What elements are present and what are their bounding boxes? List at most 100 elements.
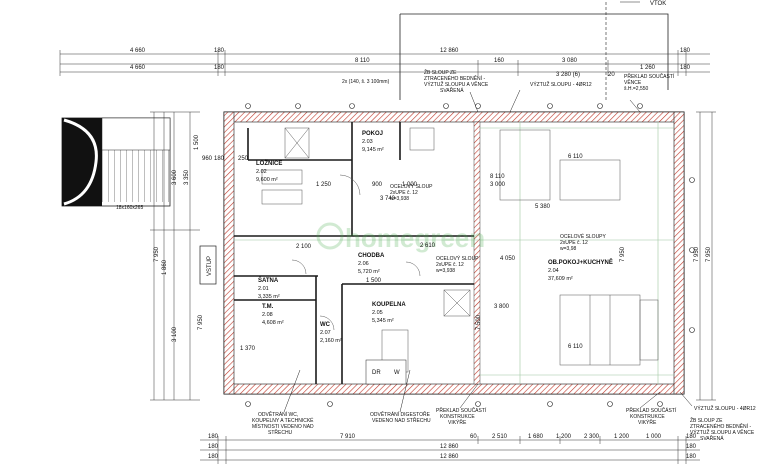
- idim-0: 250: [238, 156, 249, 162]
- dim-left-d: 3 100: [172, 326, 178, 342]
- bdim-2b: 12 860: [440, 444, 459, 450]
- right-dimension-text: 7 950 7 950: [694, 246, 712, 262]
- bdim-1i: 1 000: [646, 434, 662, 440]
- bdim-1a: 180: [208, 434, 219, 440]
- idim-4: 8 110: [490, 174, 505, 180]
- roof-outline: VTOK: [399, 1, 669, 100]
- top-dimension-lines: [59, 50, 710, 76]
- room-name-chodba: CHODBA: [358, 253, 385, 259]
- idim-5: 3 000: [490, 182, 506, 188]
- bdim-3b: 12 860: [440, 454, 459, 460]
- dim-left-f: 1 860: [162, 259, 168, 275]
- room-code-koupelna: 2.05: [372, 310, 383, 316]
- bottom-note-rebar: VÝZTUŽ SLOUPU - 4ØR12: [694, 404, 756, 412]
- dim-left-b: 3 600: [172, 169, 178, 185]
- dim-top-1b: 180: [214, 48, 225, 54]
- dim-top-small-a: 3 280 (6): [556, 72, 580, 78]
- room-name-obpokoj: OB.POKOJ+KUCHYNĚ: [548, 258, 613, 266]
- bottom-dimension-text: 180 7 910 60 2 510 1 680 1 200 2 300 1 2…: [208, 434, 697, 460]
- bdim-1h: 1 200: [614, 434, 630, 440]
- idim-3: 5 380: [535, 204, 551, 210]
- idim-18: 7 950: [620, 246, 626, 262]
- room-name-wc: WC: [320, 322, 331, 328]
- top-notes: 2x (140, š. 3 100mm) ŽB SLOUP ZE ZTRACEN…: [342, 68, 676, 113]
- bdim-1b: 7 910: [340, 434, 356, 440]
- bdim-1c: 60: [470, 434, 477, 440]
- bdim-1e: 1 680: [528, 434, 544, 440]
- idim-11: 2 610: [420, 243, 436, 249]
- dim-top-2d: 160: [494, 58, 505, 64]
- room-name-tm: T.M.: [262, 304, 274, 310]
- idim-7: 6 110: [568, 344, 583, 350]
- idim-12: 2 100: [296, 244, 312, 250]
- room-area-chodba: 5,720 m²: [358, 269, 380, 275]
- idim-2: 180: [214, 156, 225, 162]
- room-area-koupelna: 5,345 m²: [372, 318, 394, 324]
- room-name-loznice: LOŽNICE: [256, 159, 282, 167]
- room-labels: LOŽNICE 2.02 9,600 m² POKOJ 2.03 9,145 m…: [256, 131, 613, 344]
- bdim-1g: 2 300: [584, 434, 600, 440]
- dim-top-2f: 1 260: [640, 65, 656, 71]
- idim-17: 3 740: [380, 196, 396, 202]
- dim-top-2g: 180: [680, 65, 691, 71]
- door-label-w: W: [394, 370, 400, 376]
- dim-left-e: 7 950: [154, 246, 160, 262]
- stair-size-label: 18x160x265: [116, 205, 143, 211]
- interior-dimensions: 250 960 180 5 380 8 110 3 000 6 110 6 11…: [198, 154, 626, 352]
- structural-grid: [234, 122, 674, 384]
- room-area-obpokoj: 37,609 m²: [548, 276, 573, 282]
- room-code-chodba: 2.06: [358, 261, 369, 267]
- rdim-0: 7 950: [706, 246, 712, 262]
- entry-marker: VSTUP: [199, 245, 217, 285]
- room-code-loznice: 2.02: [256, 169, 267, 175]
- idim-8: 3 800: [494, 304, 510, 310]
- rdim-1: 7 950: [694, 246, 700, 262]
- dim-top-2e: 3 080: [562, 58, 578, 64]
- room-name-koupelna: KOUPELNA: [372, 302, 406, 308]
- dim-top-2b: 180: [214, 65, 225, 71]
- door-label-dr: DR: [372, 370, 381, 376]
- column-rebar-note: VÝZTUŽ SLOUPU - 4ØR12: [530, 80, 592, 88]
- room-area-wc: 2,160 m²: [320, 338, 342, 344]
- entry-label: VSTUP: [207, 256, 213, 276]
- watermark-text: homegreen: [345, 223, 485, 253]
- room-name-satna: ŠATNA: [258, 276, 279, 284]
- room-code-tm: 2.08: [262, 312, 273, 318]
- left-dimension-lines: [150, 111, 200, 401]
- idim-6: 6 110: [568, 154, 583, 160]
- bdim-3c: 180: [686, 454, 697, 460]
- idim-20: 7 950: [198, 314, 204, 330]
- idim-16: 1 370: [240, 346, 256, 352]
- room-area-pokoj: 9,145 m²: [362, 147, 384, 153]
- bdim-3a: 180: [208, 454, 219, 460]
- dim-left-c: 3 350: [184, 169, 190, 185]
- dim-top-1a: 4 660: [130, 48, 146, 54]
- watermark: homegreen: [316, 222, 485, 253]
- idim-1: 960: [202, 156, 213, 162]
- bottom-dimension-lines: [200, 436, 700, 464]
- interior-walls: [234, 122, 474, 384]
- room-area-tm: 4,608 m²: [262, 320, 284, 326]
- room-code-satna: 2.01: [258, 286, 269, 292]
- bdim-1f: 1 200: [556, 434, 572, 440]
- room-name-pokoj: POKOJ: [362, 131, 383, 137]
- lintel-note: PŘEKLAD SOUČASTÍ VĚNCE š.H.=2,550: [624, 72, 676, 92]
- left-dimension-text: 1 500 3 600 3 350 3 100 7 950 1 860: [154, 134, 200, 342]
- dim-top-2c: 8 110: [355, 58, 370, 64]
- room-area-loznice: 9,600 m²: [256, 177, 278, 183]
- idim-9: 4 050: [500, 256, 516, 262]
- bdim-1d: 2 510: [492, 434, 508, 440]
- top-dimension-text: 4 660 180 12 860 180 4 660 180 8 110 160…: [130, 48, 691, 78]
- idim-10: 1 500: [366, 278, 382, 284]
- idim-14: 900: [372, 182, 383, 188]
- door-labels: DR W: [372, 370, 400, 376]
